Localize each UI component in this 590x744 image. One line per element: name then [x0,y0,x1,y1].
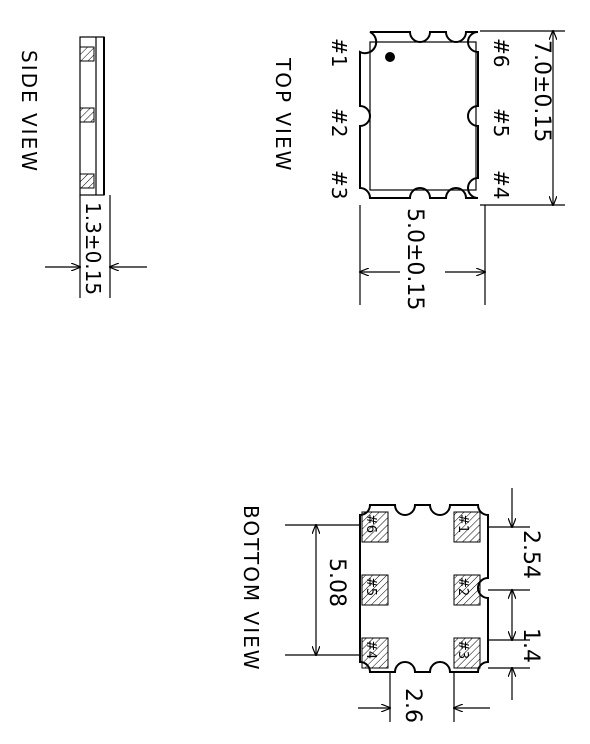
top-pin-3: #3 [327,170,351,199]
top-view-title: TOP VIEW [271,57,295,172]
top-width-label: 5.0±0.15 [402,208,427,310]
bottom-pitch-label: 2.54 [518,530,543,579]
bottom-pad-length-label: 1.4 [518,628,543,663]
side-height-label: 1.3±0.15 [81,202,105,295]
bottom-pad-5 [361,574,389,606]
bottom-pad-4 [361,637,389,669]
top-pin-1: #1 [327,38,351,67]
side-view-title: SIDE VIEW [17,50,41,173]
bottom-package-outline [359,504,489,673]
top-package-outline [359,31,479,199]
bottom-pad-2 [453,574,481,606]
bottom-view-title: BOTTOM VIEW [239,505,263,672]
top-pin-6: #6 [489,38,513,67]
top-pin-5: #5 [489,108,513,137]
bottom-pin-2: #2 [455,577,470,596]
side-pad-1 [79,46,95,62]
bottom-pin-1: #1 [455,514,470,533]
bottom-pad-3 [453,637,481,669]
bottom-view: #6 #1 #5 #2 #4 #3 2.54 1.4 2.6 5.08 BOTT… [239,488,543,723]
bottom-pad-width-label: 2.6 [400,688,425,723]
bottom-pad-6 [361,511,389,543]
bottom-pin-3: #3 [455,640,470,659]
bottom-pin-6: #6 [363,514,378,533]
bottom-pin-4: #4 [363,640,378,659]
side-pad-2 [79,107,95,123]
top-length-label: 7.0±0.15 [529,40,554,142]
top-pin-2: #2 [327,108,351,137]
side-pad-3 [79,173,95,189]
pin1-marker-dot [385,52,395,62]
top-view: #1 #2 #3 #4 #5 #6 7.0±0.15 5.0±0.15 TOP … [271,31,565,310]
bottom-pin-5: #5 [363,577,378,596]
top-pin-4: #4 [489,170,513,199]
bottom-pad-1 [453,511,481,543]
side-view: 1.3±0.15 SIDE VIEW [17,36,147,298]
top-lid [369,41,477,191]
bottom-row-span-label: 5.08 [324,558,349,607]
